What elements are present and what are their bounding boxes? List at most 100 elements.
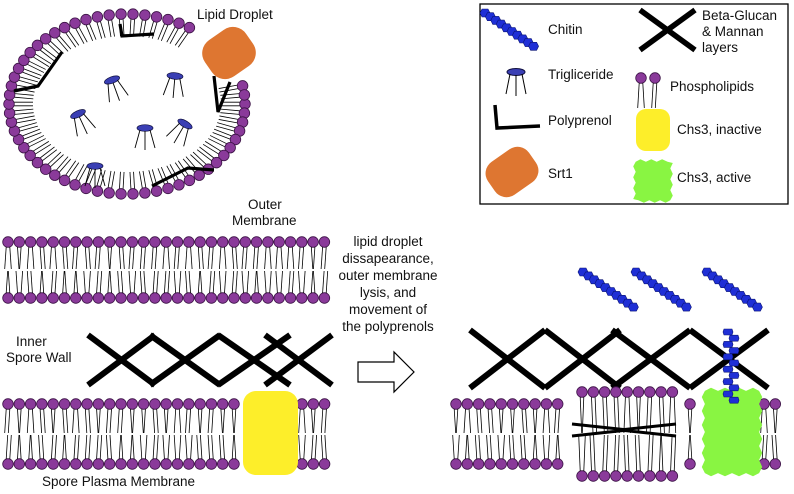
phospholipid-head [588,387,599,398]
phospholipid-head [150,293,161,304]
process-line-3: outer membrane [338,268,437,283]
phospholipid-head [150,399,161,410]
phospholipid-head [633,387,644,398]
chitin-unit [729,372,739,378]
phospholipid-head [140,188,151,199]
phospholipid-head [636,73,647,84]
inner-spore-wall-label-line1: Inner [16,334,47,349]
phospholipid-head [82,459,93,470]
phospholipid-head [217,293,228,304]
phospholipid-head [577,387,588,398]
chs3-inactive-in-membrane [243,391,298,475]
phospholipid-head [496,459,507,470]
legend-triglyceride-label: Trigliceride [548,67,614,82]
phospholipid-head [116,189,127,200]
phospholipid-head [48,459,59,470]
phospholipid-head [194,170,205,181]
phospholipid-head [274,293,285,304]
process-line-2: dissapearance, [342,251,434,266]
spore-plasma-membrane-label: Spore Plasma Membrane [42,474,195,489]
phospholipid-head [163,183,174,194]
phospholipid-head [274,237,285,248]
legend-glucan-line3: layers [702,40,738,55]
phospholipid-head [49,28,60,39]
phospholipid-head [138,399,149,410]
process-arrow [358,352,414,392]
chitin-unit [752,303,762,311]
phospholipid-head [251,293,262,304]
phospholipid-head [25,459,36,470]
phospholipid-head [116,459,127,470]
phospholipid-head [633,471,644,482]
phospholipid-head [577,471,588,482]
phospholipid-head [48,293,59,304]
outer-membrane-label-line1: Outer [248,197,282,212]
chitin-unit [729,360,739,366]
phospholipid-head [451,399,462,410]
phospholipid-head [172,399,183,410]
phospholipid-head [184,459,195,470]
phospholipid-head [138,237,149,248]
polyprenol [214,76,230,112]
phospholipid-head [116,237,127,248]
phospholipid-head [59,293,70,304]
phospholipid-head [150,237,161,248]
chitin-unit [529,42,539,50]
phospholipid-head [685,399,696,410]
phospholipid-head [462,399,473,410]
phospholipid-head [622,387,633,398]
phospholipid-head [507,459,518,470]
phospholipid-head [48,399,59,410]
phospholipid-head [140,10,151,21]
phospholipid-head [92,186,103,197]
phospholipid-head [229,293,240,304]
phospholipid-head [530,399,541,410]
phospholipid-head [645,387,656,398]
phospholipid-head [656,387,667,398]
legend-srt1-label: Srt1 [548,166,573,181]
phospholipid-head [184,399,195,410]
triglyceride [165,116,195,148]
phospholipid-head [81,183,92,194]
phospholipid-head [611,387,622,398]
phospholipid-head [14,459,25,470]
phospholipid-head [25,237,36,248]
chitin-unit [729,348,739,354]
polyprenol [120,24,154,36]
phospholipid-head [138,459,149,470]
phospholipid-head [25,399,36,410]
triglyceride [68,107,97,138]
phospholipid-head [128,189,139,200]
phospholipid-head [297,293,308,304]
inner-spore-wall-glucan-layer-right [470,330,768,388]
phospholipid-head [174,180,185,191]
phospholipid-head [770,399,781,410]
phospholipid-head [150,459,161,470]
phospholipid-head [161,237,172,248]
phospholipid-head [184,237,195,248]
phospholipid-head [667,387,678,398]
phospholipid-head [263,237,274,248]
phospholipid-head [127,237,138,248]
phospholipid-head [37,399,48,410]
legend-phospholipids-label: Phospholipids [670,79,754,94]
phospholipid-head [239,90,250,101]
chitin-unit [723,379,733,385]
phospholipid-head [127,399,138,410]
phospholipid-head [161,459,172,470]
phospholipid-head [622,471,633,482]
phospholipid-head [184,175,195,186]
phospholipid-head [104,399,115,410]
phospholipid-head [770,459,781,470]
chitin-unit [628,303,638,311]
chitin-unit [723,391,733,397]
chitin-unit [729,385,739,391]
legend-glucan-line1: Beta-Glucan [702,8,777,23]
phospholipid-head [263,293,274,304]
phospholipid-head [217,399,228,410]
phospholipid-head [59,399,70,410]
process-line-1: lipid droplet [353,234,422,249]
lipid-droplet-label: Lipid Droplet [197,7,273,22]
phospholipid-head [49,170,60,181]
